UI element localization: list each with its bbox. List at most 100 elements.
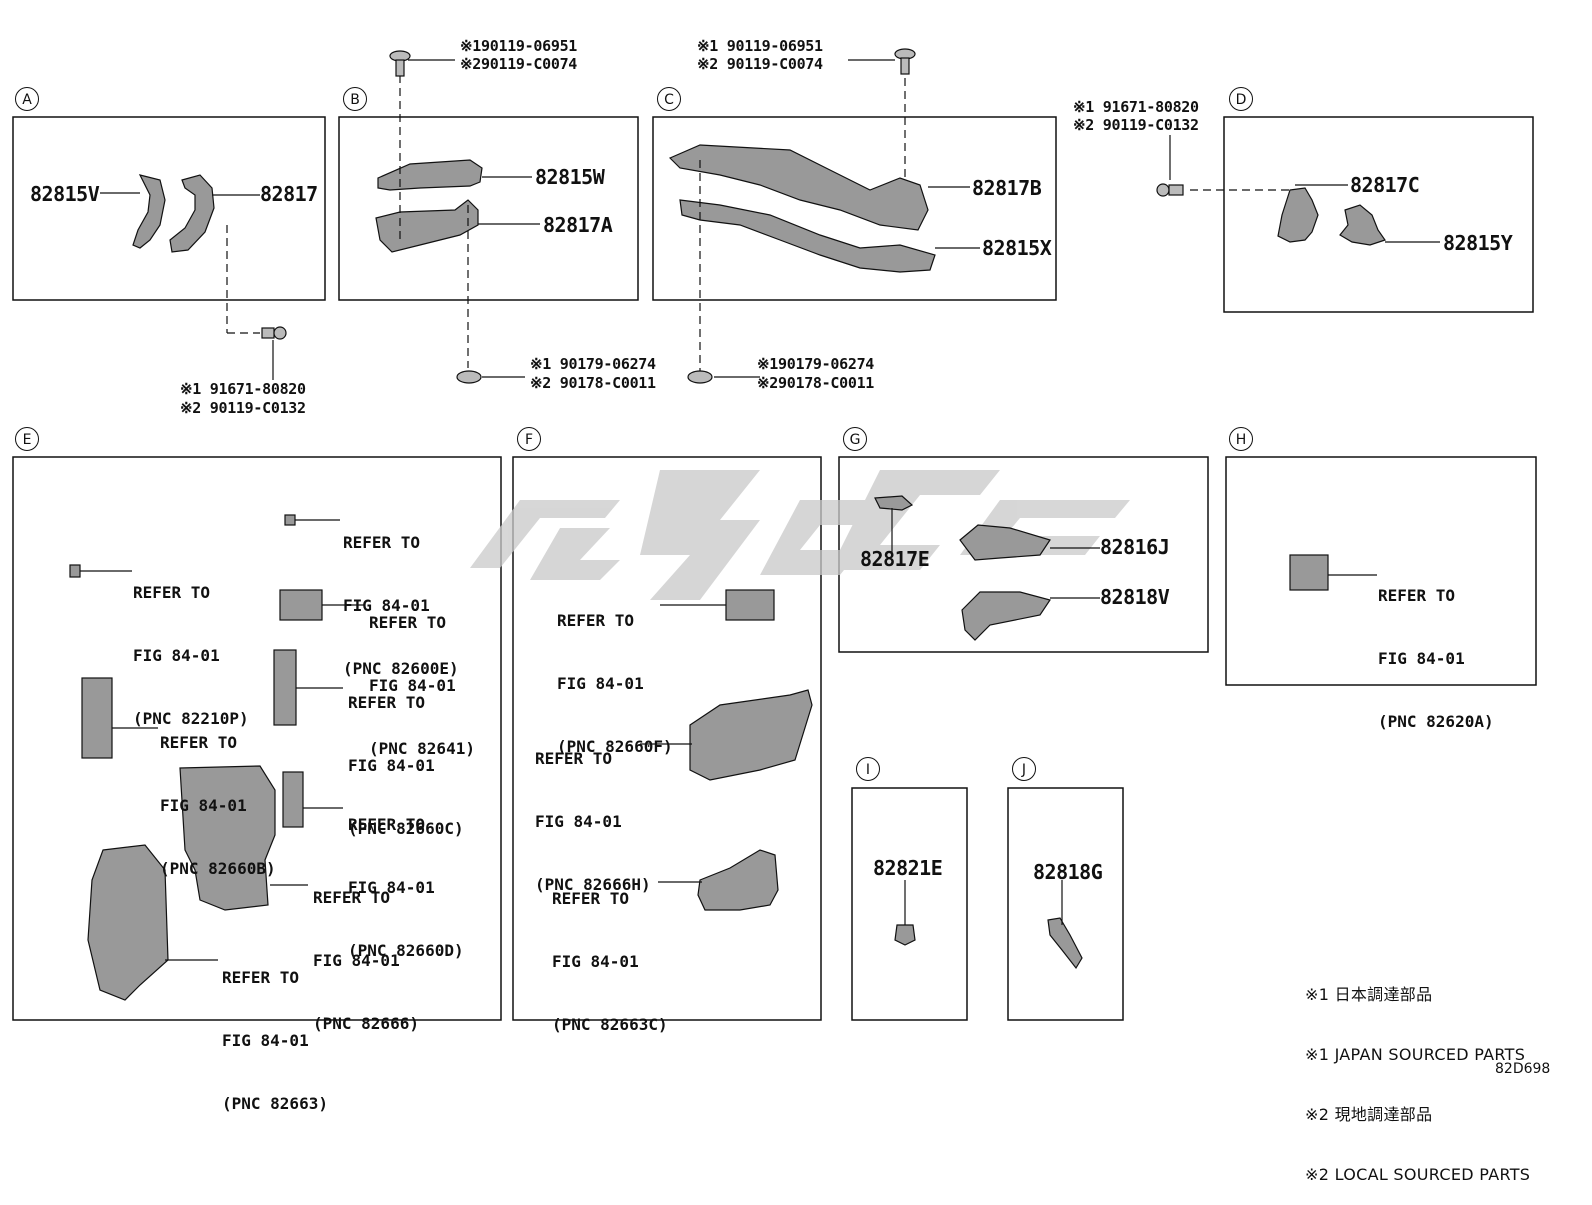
box-c: [652, 116, 1057, 301]
ref-82660d[interactable]: REFER TO FIG 84-01 (PNC 82660D): [348, 772, 464, 982]
part-82817[interactable]: 82817: [260, 182, 318, 206]
box-i: [851, 787, 968, 1021]
bolt-b-top-line1[interactable]: ※190119-06951: [460, 37, 578, 55]
ref-line: FIG 84-01: [348, 878, 435, 897]
box-b: [338, 116, 639, 301]
part-82815v[interactable]: 82815V: [30, 182, 100, 206]
ref-line: FIG 84-01: [313, 951, 400, 970]
ref-line: REFER TO: [348, 815, 426, 834]
ref-82210p[interactable]: REFER TO FIG 84-01 (PNC 82210P): [133, 540, 249, 750]
ref-line: FIG 84-01: [222, 1031, 309, 1050]
section-g-label: G: [843, 427, 867, 451]
part-82817b[interactable]: 82817B: [972, 176, 1042, 200]
watermark: [470, 470, 1130, 600]
ref-82663c[interactable]: REFER TO FIG 84-01 (PNC 82663C): [552, 846, 668, 1056]
part-82815w-shape: [377, 159, 483, 191]
ref-82620a[interactable]: REFER TO FIG 84-01 (PNC 82620A): [1378, 543, 1494, 753]
clip-c-line1[interactable]: ※190179-06274: [757, 355, 875, 373]
ref-line: REFER TO: [348, 693, 426, 712]
part-82815x[interactable]: 82815X: [982, 236, 1052, 260]
section-e-label: E: [15, 427, 39, 451]
ref-82663[interactable]: REFER TO FIG 84-01 (PNC 82663): [222, 925, 328, 1135]
section-j-label: J: [1012, 757, 1036, 781]
section-i-label: I: [856, 757, 880, 781]
ref-line: (PNC 82666H): [535, 875, 651, 894]
part-82817e[interactable]: 82817E: [860, 547, 930, 571]
part-82818g[interactable]: 82818G: [1033, 860, 1103, 884]
part-82815y-shape: [1339, 204, 1386, 246]
box-a: [12, 116, 326, 301]
ref-line: FIG 84-01: [557, 674, 644, 693]
box-j: [1007, 787, 1124, 1021]
f-parts: [689, 589, 813, 911]
diagram-canvas: [12, 48, 1537, 1021]
part-82817-shape: [169, 174, 215, 253]
legend-line-1: ※1 日本調達部品: [1305, 985, 1433, 1004]
ref-line: REFER TO: [1378, 586, 1456, 605]
diagram-code: 82D698: [1495, 1061, 1551, 1077]
bolt-c-top-shape: [894, 48, 916, 75]
ref-82660f[interactable]: REFER TO FIG 84-01 (PNC 82660F): [557, 568, 673, 778]
ref-82641[interactable]: REFER TO FIG 84-01 (PNC 82641): [369, 570, 475, 780]
part-82815x-shape: [679, 199, 936, 273]
part-82815v-shape: [132, 174, 166, 249]
g-parts: [874, 495, 1051, 641]
section-a-label: A: [15, 87, 39, 111]
box-e: [12, 456, 502, 1021]
bolt-a-line1[interactable]: ※1 91671-80820: [180, 380, 306, 398]
part-82815y[interactable]: 82815Y: [1443, 231, 1513, 255]
part-82816j[interactable]: 82816J: [1100, 535, 1170, 559]
part-82815w[interactable]: 82815W: [535, 165, 605, 189]
ref-line: REFER TO: [133, 583, 211, 602]
ref-82666[interactable]: REFER TO FIG 84-01 (PNC 82666): [313, 845, 419, 1055]
box-f: [512, 456, 822, 1021]
legend-line-3: ※2 現地調達部品: [1305, 1105, 1433, 1124]
ref-line: REFER TO: [535, 749, 613, 768]
part-82821e[interactable]: 82821E: [873, 856, 943, 880]
ref-line: (PNC 82666): [313, 1014, 419, 1033]
clip-b-line2[interactable]: ※2 90178-C0011: [530, 374, 656, 392]
clip-c-line2[interactable]: ※290178-C0011: [757, 374, 875, 392]
bolt-d-shape: [1156, 183, 1184, 197]
ref-82600e[interactable]: REFER TO FIG 84-01 (PNC 82600E): [343, 490, 459, 700]
bolt-d-line1[interactable]: ※1 91671-80820: [1073, 98, 1199, 116]
clip-b-line1[interactable]: ※1 90179-06274: [530, 355, 656, 373]
ref-82660b[interactable]: REFER TO FIG 84-01 (PNC 82660B): [160, 690, 276, 900]
ref-line: (PNC 82660C): [348, 819, 464, 838]
clip-c-shape: [687, 370, 713, 384]
ref-line: (PNC 82660B): [160, 859, 276, 878]
bolt-c-top-line2[interactable]: ※2 90119-C0074: [697, 55, 823, 73]
ref-line: (PNC 82620A): [1378, 712, 1494, 731]
clip-b-shape: [456, 370, 482, 384]
box-d: [1223, 116, 1534, 313]
j-part: [1047, 917, 1083, 970]
part-82817a-shape: [375, 199, 479, 253]
section-c-label: C: [657, 87, 681, 111]
ref-line: REFER TO: [552, 889, 630, 908]
section-h-label: H: [1229, 427, 1253, 451]
bolt-d-line2[interactable]: ※2 90119-C0132: [1073, 116, 1199, 134]
bolt-b-top-line2[interactable]: ※290119-C0074: [460, 55, 578, 73]
ref-82660c[interactable]: REFER TO FIG 84-01 (PNC 82660C): [348, 650, 464, 860]
ref-line: (PNC 82663): [222, 1094, 328, 1113]
ref-82666h[interactable]: REFER TO FIG 84-01 (PNC 82666H): [535, 706, 651, 916]
h-part: [1289, 554, 1329, 591]
section-b-label: B: [343, 87, 367, 111]
ref-line: (PNC 82600E): [343, 659, 459, 678]
bolt-a-shape: [261, 326, 287, 340]
bolt-a-line2[interactable]: ※2 90119-C0132: [180, 399, 306, 417]
ref-line: FIG 84-01: [552, 952, 639, 971]
ref-line: (PNC 82210P): [133, 709, 249, 728]
part-82817b-shape: [668, 144, 929, 231]
legend-line-2: ※1 JAPAN SOURCED PARTS: [1305, 1045, 1526, 1064]
ref-line: FIG 84-01: [160, 796, 247, 815]
part-82817c[interactable]: 82817C: [1350, 173, 1420, 197]
part-82817a[interactable]: 82817A: [543, 213, 613, 237]
ref-line: (PNC 82660D): [348, 941, 464, 960]
ref-line: REFER TO: [369, 613, 447, 632]
part-82818v[interactable]: 82818V: [1100, 585, 1170, 609]
bolt-c-top-line1[interactable]: ※1 90119-06951: [697, 37, 823, 55]
e-parts: [69, 514, 323, 1001]
ref-line: REFER TO: [160, 733, 238, 752]
ref-line: FIG 84-01: [343, 596, 430, 615]
